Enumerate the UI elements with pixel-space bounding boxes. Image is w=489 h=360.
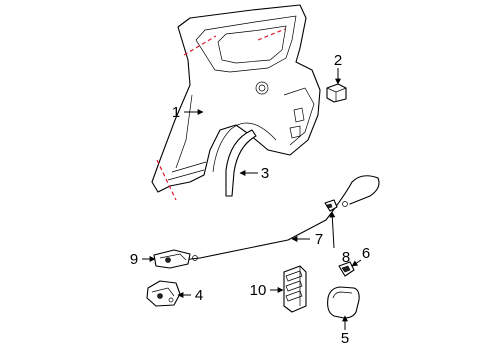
lock-clip-part-6 (338, 261, 355, 277)
cut-lines (156, 28, 286, 201)
callout-4: 4 (195, 287, 203, 304)
callout-2: 2 (334, 52, 342, 69)
callout-9: 9 (130, 251, 138, 268)
release-handle-part-9 (153, 249, 191, 269)
bracket-part-2 (326, 83, 347, 103)
wheel-arch-moulding (225, 129, 257, 197)
filler-housing-part-10 (283, 265, 307, 313)
callout-labels: 1 2 3 4 5 6 7 8 9 10 (130, 52, 370, 347)
callout-10: 10 (250, 282, 267, 299)
callout-3: 3 (261, 165, 269, 182)
callout-5: 5 (341, 330, 349, 347)
lock-bracket-part-4 (146, 280, 181, 307)
callout-7: 7 (315, 231, 323, 248)
cable-clip-part-8 (324, 199, 338, 212)
callout-1: 1 (172, 104, 180, 121)
callout-8: 8 (342, 249, 350, 266)
release-cable (181, 175, 380, 261)
callout-6: 6 (362, 245, 370, 262)
fuel-door-part-5 (327, 286, 360, 319)
leader-lines (142, 68, 362, 330)
